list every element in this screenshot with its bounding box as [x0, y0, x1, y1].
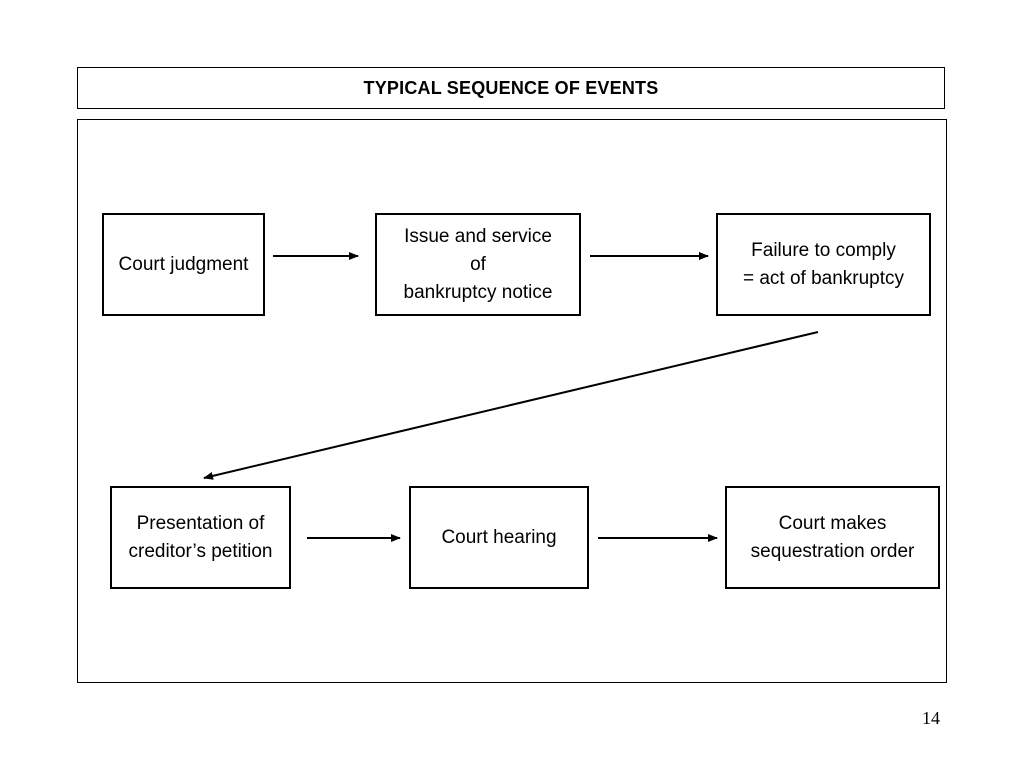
node-court-hearing: Court hearing: [409, 486, 589, 589]
node-label: Issue and service of bankruptcy notice: [403, 225, 553, 303]
node-label: Presentation of creditor’s petition: [128, 512, 273, 562]
node-label: Court makes sequestration order: [750, 512, 915, 562]
node-failure-comply: Failure to comply = act of bankruptcy: [716, 213, 931, 316]
node-presentation-petition: Presentation of creditor’s petition: [110, 486, 291, 589]
slide-title: TYPICAL SEQUENCE OF EVENTS: [363, 77, 659, 98]
node-court-judgment: Court judgment: [102, 213, 265, 316]
title-box: TYPICAL SEQUENCE OF EVENTS: [77, 67, 945, 109]
node-label: Court judgment: [118, 253, 249, 275]
node-issue-service: Issue and service of bankruptcy notice: [375, 213, 581, 316]
node-sequestration-order: Court makes sequestration order: [725, 486, 940, 589]
node-label: Court hearing: [441, 526, 557, 548]
diagram-frame: [77, 119, 947, 683]
node-label: Failure to comply = act of bankruptcy: [742, 239, 905, 289]
page-number: 14: [922, 708, 940, 728]
